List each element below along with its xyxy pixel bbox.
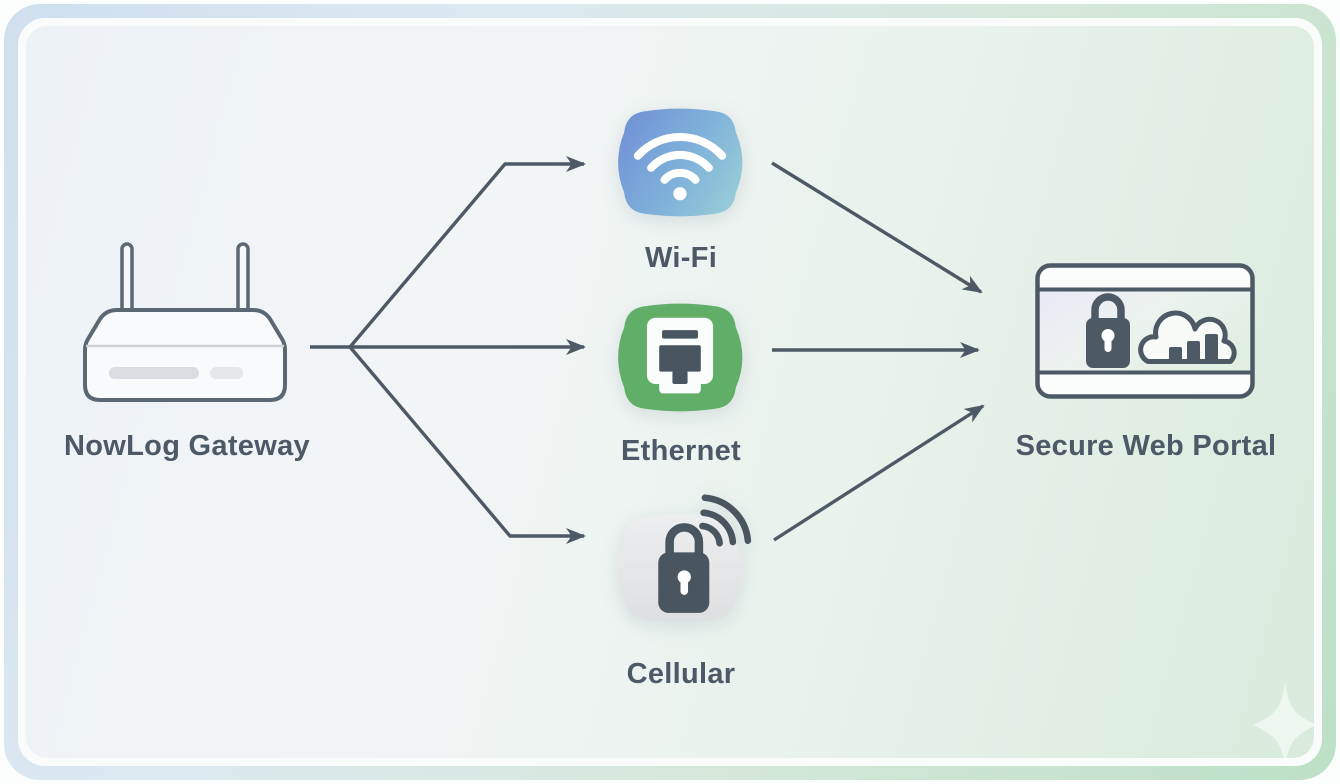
portal-node: [1035, 263, 1255, 404]
lock-signal-icon: [618, 494, 752, 622]
gateway-node: [83, 240, 288, 407]
gateway-label: NowLog Gateway: [64, 430, 310, 462]
router-led-bar-long: [109, 367, 199, 379]
edge-cellular-portal: [773, 404, 985, 542]
sparkle-icon: [1253, 683, 1317, 767]
signal-waves: [699, 494, 752, 547]
wifi-label: Wi-Fi: [644, 242, 718, 274]
cellular-badge: [607, 494, 753, 628]
wifi-icon: [618, 108, 743, 217]
ethernet-port-icon: [618, 303, 743, 412]
padlock: [658, 523, 710, 613]
router-icon: [83, 242, 287, 402]
portal-lock-icon: [1086, 293, 1130, 368]
cloud-analytics-icon: [1138, 310, 1237, 364]
wifi-dot: [673, 187, 687, 201]
router-antenna-left: [120, 242, 134, 318]
wifi-badge-shape: [618, 108, 743, 217]
router-led-bar-short: [210, 367, 243, 379]
ethernet-badge: [607, 297, 753, 418]
edge-wifi-portal: [771, 161, 983, 294]
ethernet-label: Ethernet: [620, 435, 742, 467]
edge-gateway-cellular: [348, 345, 586, 544]
secure-browser-cloud-icon: [1035, 263, 1255, 399]
cellular-label: Cellular: [626, 658, 736, 690]
wifi-waves: [633, 132, 727, 184]
router-body: [83, 308, 287, 402]
edge-gateway-wifi: [348, 156, 586, 349]
wifi-badge: [607, 102, 753, 223]
portal-label: Secure Web Portal: [1015, 430, 1277, 462]
ethernet-port: [646, 317, 714, 394]
router-antenna-right: [236, 242, 250, 318]
